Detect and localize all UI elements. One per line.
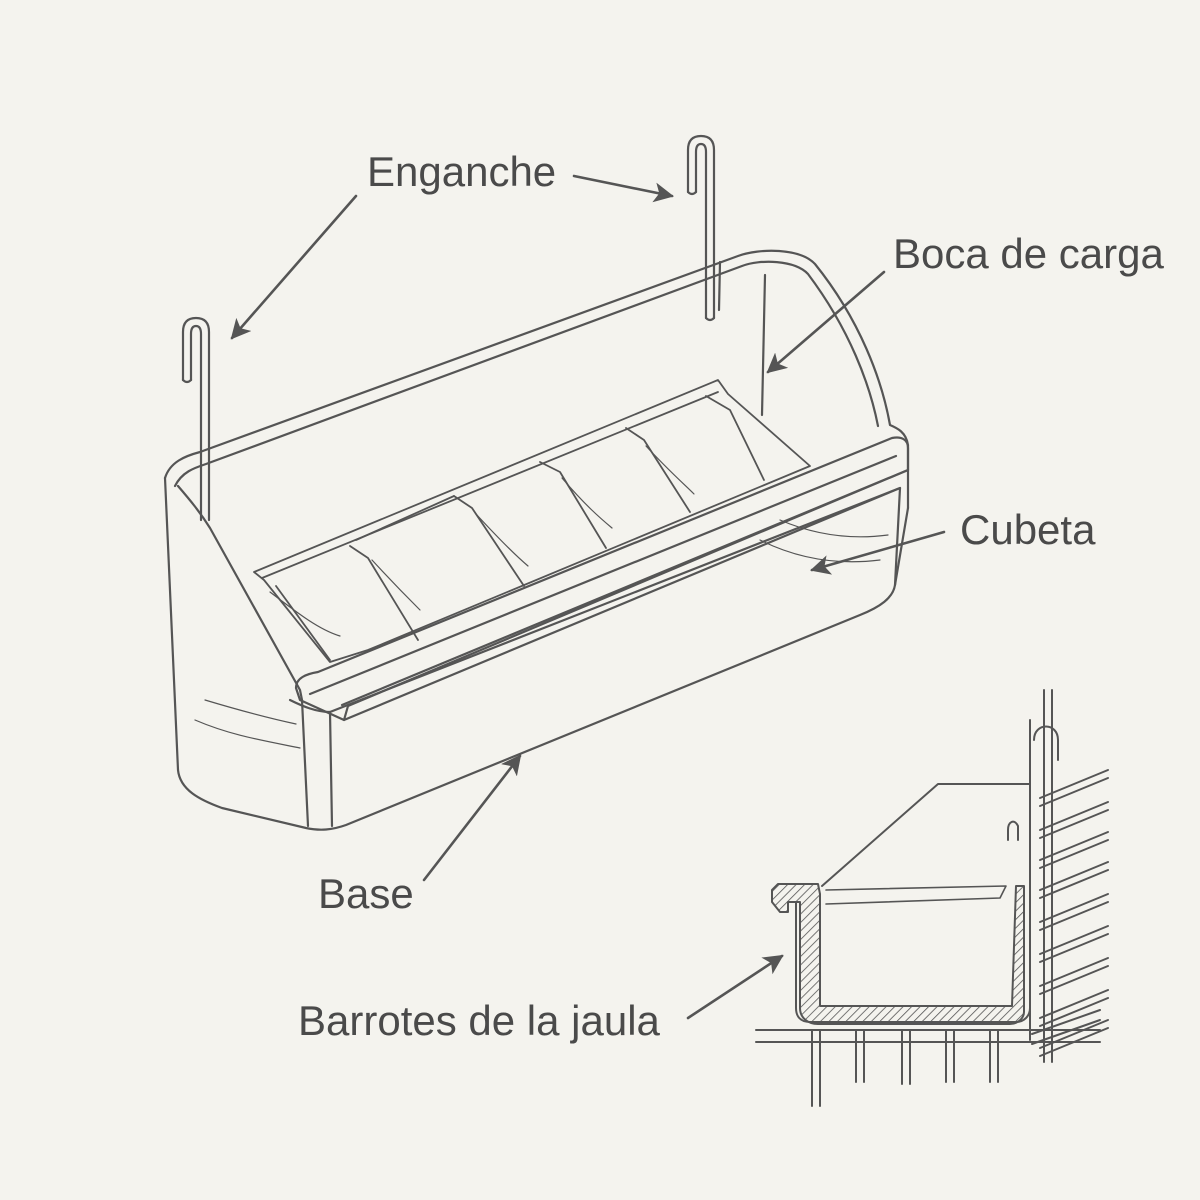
left-hook	[181, 316, 211, 522]
right-hook	[686, 134, 716, 322]
tray-lip	[294, 436, 910, 722]
label-cage-bars: Barrotes de la jaula	[298, 997, 660, 1044]
label-base: Base	[318, 870, 414, 917]
arrow-loading-mouth	[766, 270, 886, 374]
cross-section-inset	[755, 689, 1109, 1107]
label-hook: Enganche	[367, 148, 557, 195]
arrow-hook-right	[572, 174, 674, 203]
arrow-base	[422, 754, 522, 882]
divider-comb	[253, 379, 811, 663]
arrow-hook-left	[230, 194, 358, 340]
leader-arrows	[230, 174, 946, 1020]
feeder-main	[163, 134, 910, 831]
tray-front	[163, 476, 910, 831]
label-tray: Cubeta	[960, 506, 1096, 553]
label-loading-mouth: Boca de carga	[893, 230, 1164, 277]
arrow-cage-bars	[686, 954, 784, 1020]
hopper-back	[163, 249, 910, 510]
arrow-tray	[810, 530, 946, 575]
